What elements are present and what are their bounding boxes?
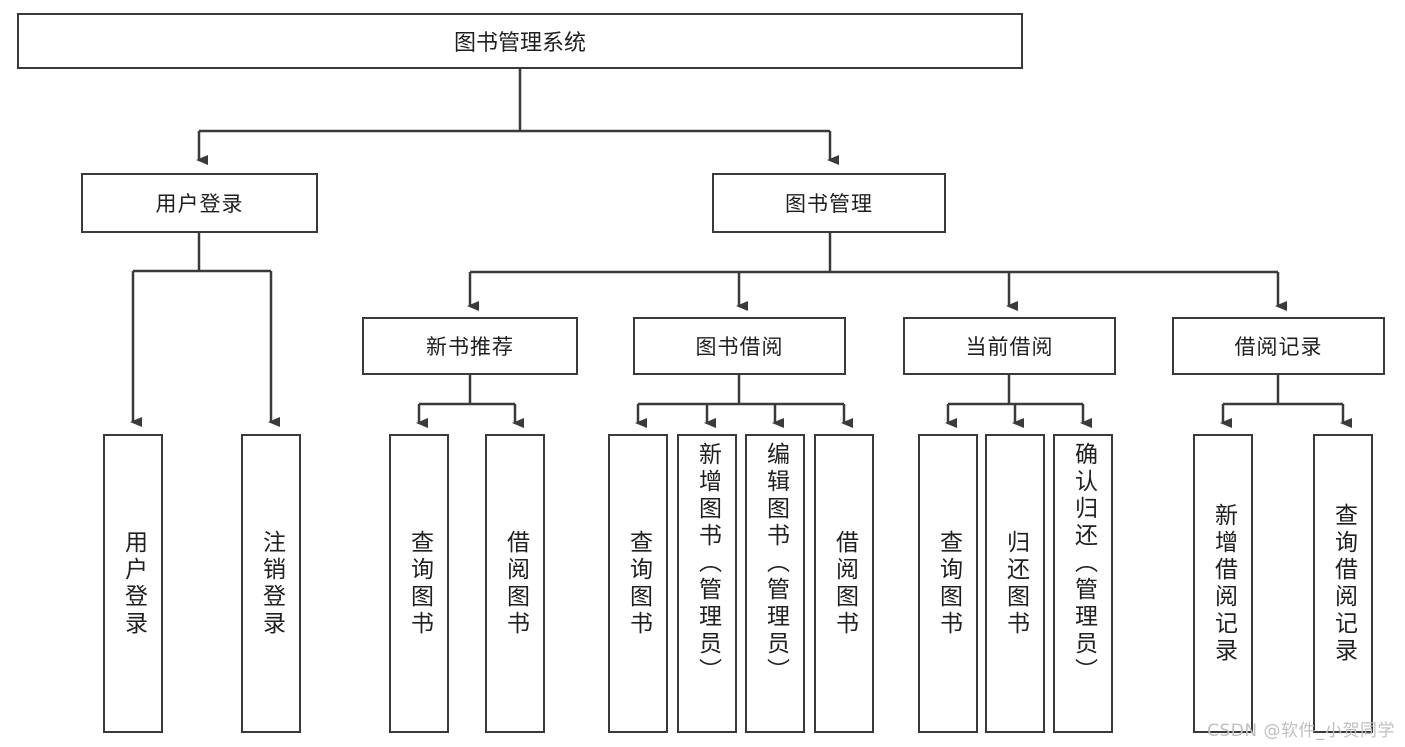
node-label: 确认归还（管理员） (1070, 442, 1097, 685)
leaf-add-borrow-record[interactable]: 新增借阅记录 (1193, 434, 1253, 733)
node-label: 查询图书 (406, 529, 433, 638)
node-current-borrow[interactable]: 当前借阅 (903, 317, 1116, 375)
watermark-text: CSDN @软件_小贺同学 (1207, 721, 1395, 741)
leaf-add-book-admin[interactable]: 新增图书（管理员） (677, 434, 737, 733)
leaf-query-book-current[interactable]: 查询图书 (918, 434, 978, 733)
leaf-borrow-book-borrow[interactable]: 借阅图书 (814, 434, 874, 733)
node-label: 当前借阅 (965, 335, 1054, 359)
node-label: 查询图书 (935, 529, 962, 638)
node-label: 图书管理系统 (453, 31, 586, 56)
leaf-return-book[interactable]: 归还图书 (985, 434, 1045, 733)
node-label: 借阅图书 (502, 529, 529, 638)
node-label: 新书推荐 (426, 335, 514, 359)
leaf-borrow-book-recommendation[interactable]: 借阅图书 (485, 434, 545, 733)
node-label: 归还图书 (1002, 529, 1029, 638)
node-label: 图书借阅 (695, 335, 784, 359)
leaf-confirm-return-admin[interactable]: 确认归还（管理员） (1053, 434, 1113, 733)
node-user-login[interactable]: 用户登录 (81, 173, 318, 233)
node-label: 图书管理 (785, 192, 873, 216)
node-label: 借阅图书 (831, 529, 858, 638)
node-new-book-recommendation[interactable]: 新书推荐 (362, 317, 578, 375)
node-book-borrow[interactable]: 图书借阅 (633, 317, 846, 375)
node-label: 查询借阅记录 (1330, 502, 1357, 665)
node-book-management[interactable]: 图书管理 (712, 173, 946, 233)
leaf-logout[interactable]: 注销登录 (241, 434, 301, 733)
node-label: 用户登录 (155, 192, 244, 216)
node-label: 注销登录 (258, 529, 285, 638)
node-label: 新增借阅记录 (1210, 502, 1237, 665)
node-label: 借阅记录 (1234, 335, 1323, 359)
node-label: 用户登录 (120, 529, 147, 638)
node-root-system[interactable]: 图书管理系统 (17, 13, 1023, 69)
node-label: 编辑图书（管理员） (762, 442, 789, 685)
leaf-query-borrow-record[interactable]: 查询借阅记录 (1313, 434, 1373, 733)
node-label: 新增图书（管理员） (694, 442, 721, 685)
node-label: 查询图书 (625, 529, 652, 638)
leaf-edit-book-admin[interactable]: 编辑图书（管理员） (745, 434, 805, 733)
leaf-user-login[interactable]: 用户登录 (103, 434, 163, 733)
node-borrow-record[interactable]: 借阅记录 (1172, 317, 1385, 375)
leaf-query-book-recommendation[interactable]: 查询图书 (389, 434, 449, 733)
leaf-query-book-borrow[interactable]: 查询图书 (608, 434, 668, 733)
